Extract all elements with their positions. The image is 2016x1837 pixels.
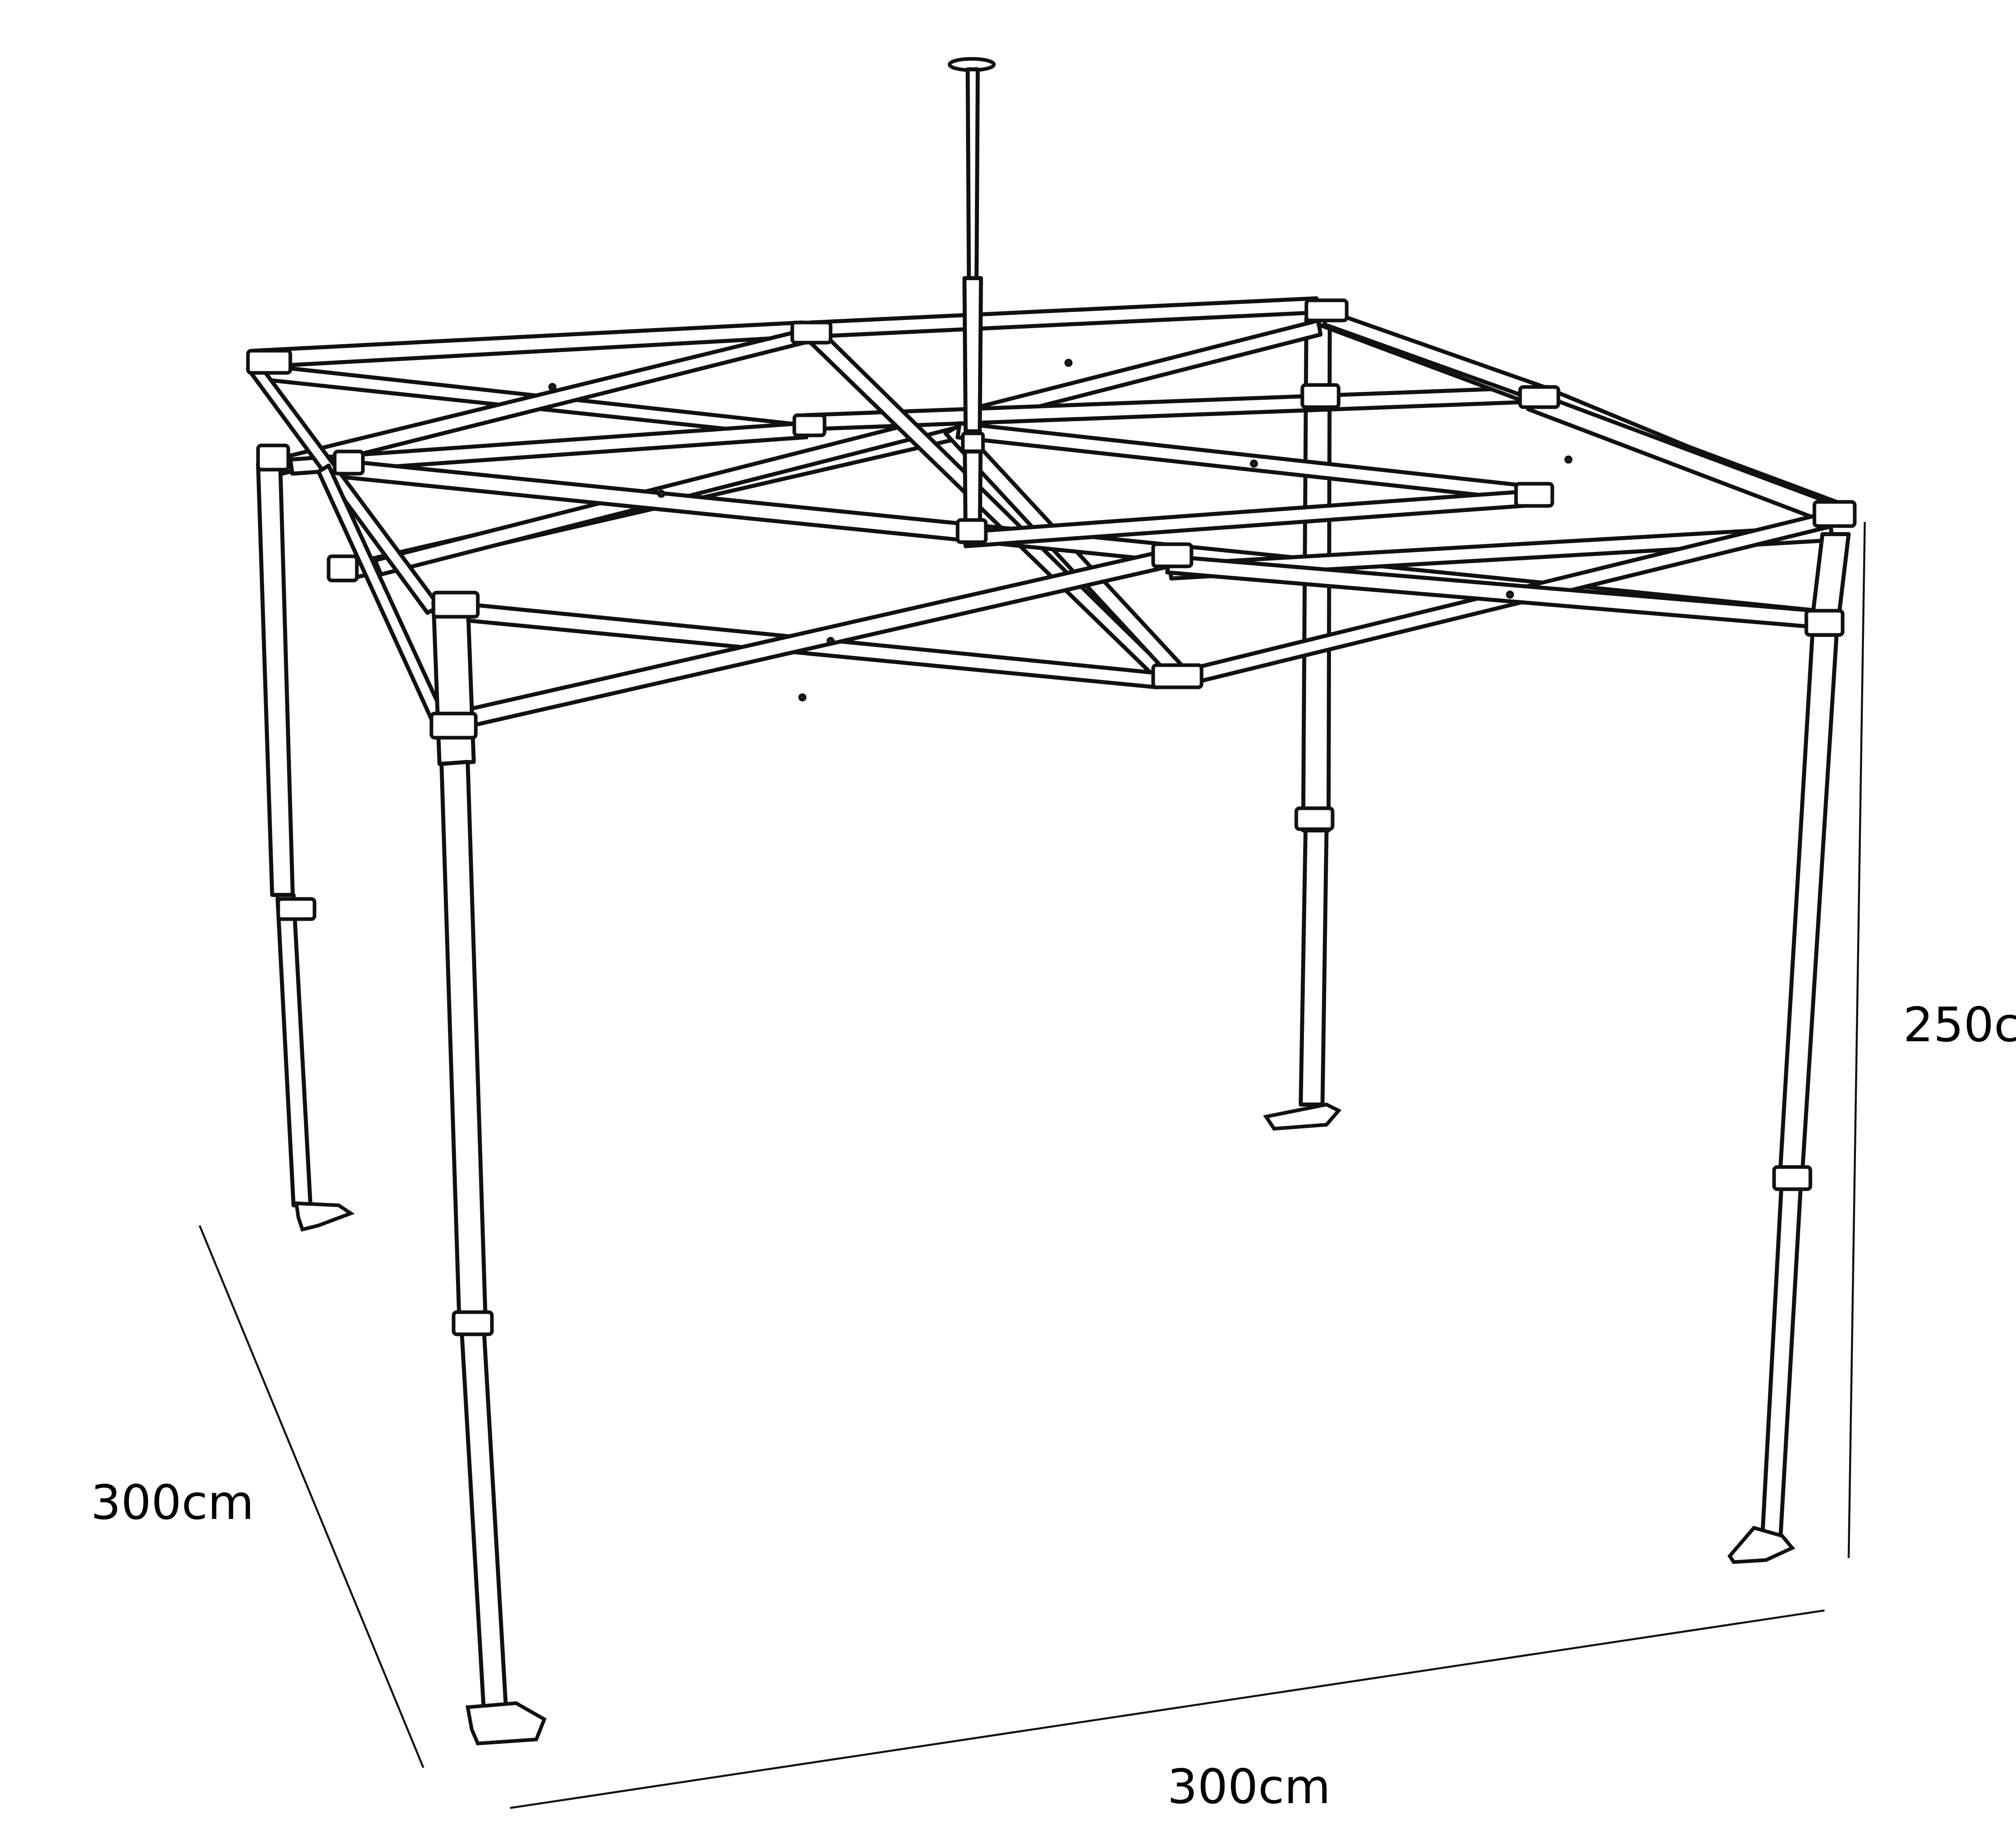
connectors — [246, 298, 1857, 689]
roof-frame — [246, 296, 1843, 728]
leg-back-right — [1263, 316, 1342, 1131]
width-dimension-line — [510, 1609, 1825, 1809]
leg-front-right — [1727, 532, 1851, 1564]
depth-label: 300cm — [91, 1475, 254, 1530]
center-pole — [948, 57, 996, 546]
leg-back-left — [256, 462, 355, 1232]
depth-dimension-line — [198, 1225, 425, 1768]
width-label: 300cm — [1167, 1759, 1331, 1814]
height-dimension-line — [1847, 522, 1866, 1558]
height-label: 250cm — [1903, 997, 2016, 1053]
leg-front-left — [429, 599, 547, 1745]
rivets — [548, 359, 1572, 701]
dimension-labels: 300cm 300cm 250cm — [91, 997, 2016, 1814]
dimension-lines — [198, 522, 1866, 1809]
